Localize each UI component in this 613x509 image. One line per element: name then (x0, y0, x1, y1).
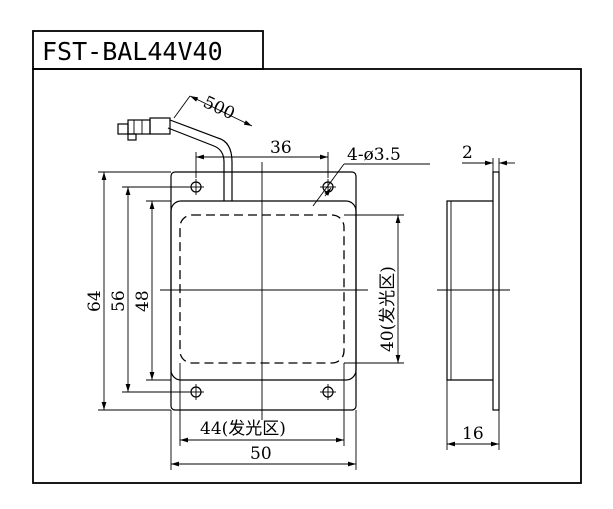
overall-width-label: 50 (250, 444, 272, 464)
plate-thickness-label: 2 (462, 143, 473, 163)
drawing-frame (32, 30, 582, 484)
side-body (446, 200, 493, 381)
light-body (170, 200, 357, 381)
emitting-height-label: 40(发光区) (378, 266, 398, 352)
mounting-hole-icon (188, 384, 204, 400)
model-title: FST-BAL44V40 (42, 37, 223, 66)
connector-icon (117, 117, 171, 141)
cable-length-dim-line (173, 95, 191, 119)
hole-leader-line (312, 163, 345, 207)
depth-label: 16 (462, 424, 484, 444)
hole-spacing-height-label: 56 (109, 290, 129, 312)
cable-length-label: 500 (200, 92, 238, 124)
mounting-plate (170, 171, 357, 411)
hole-spacing-width-label: 36 (270, 138, 292, 158)
side-plate (492, 171, 500, 411)
mounting-hole-icon (320, 384, 336, 400)
hole-spec-label: 4-ø3.5 (347, 145, 401, 165)
front-view: 500 36 4-ø3.5 64 56 48 40(发光区) (85, 92, 430, 470)
cable-icon (167, 119, 233, 201)
body-height-label: 48 (133, 290, 153, 312)
emitting-width-label: 44(发光区) (200, 419, 286, 439)
side-view: 2 16 (437, 143, 515, 450)
overall-height-label: 64 (85, 290, 105, 312)
mounting-hole-icon (188, 179, 204, 195)
